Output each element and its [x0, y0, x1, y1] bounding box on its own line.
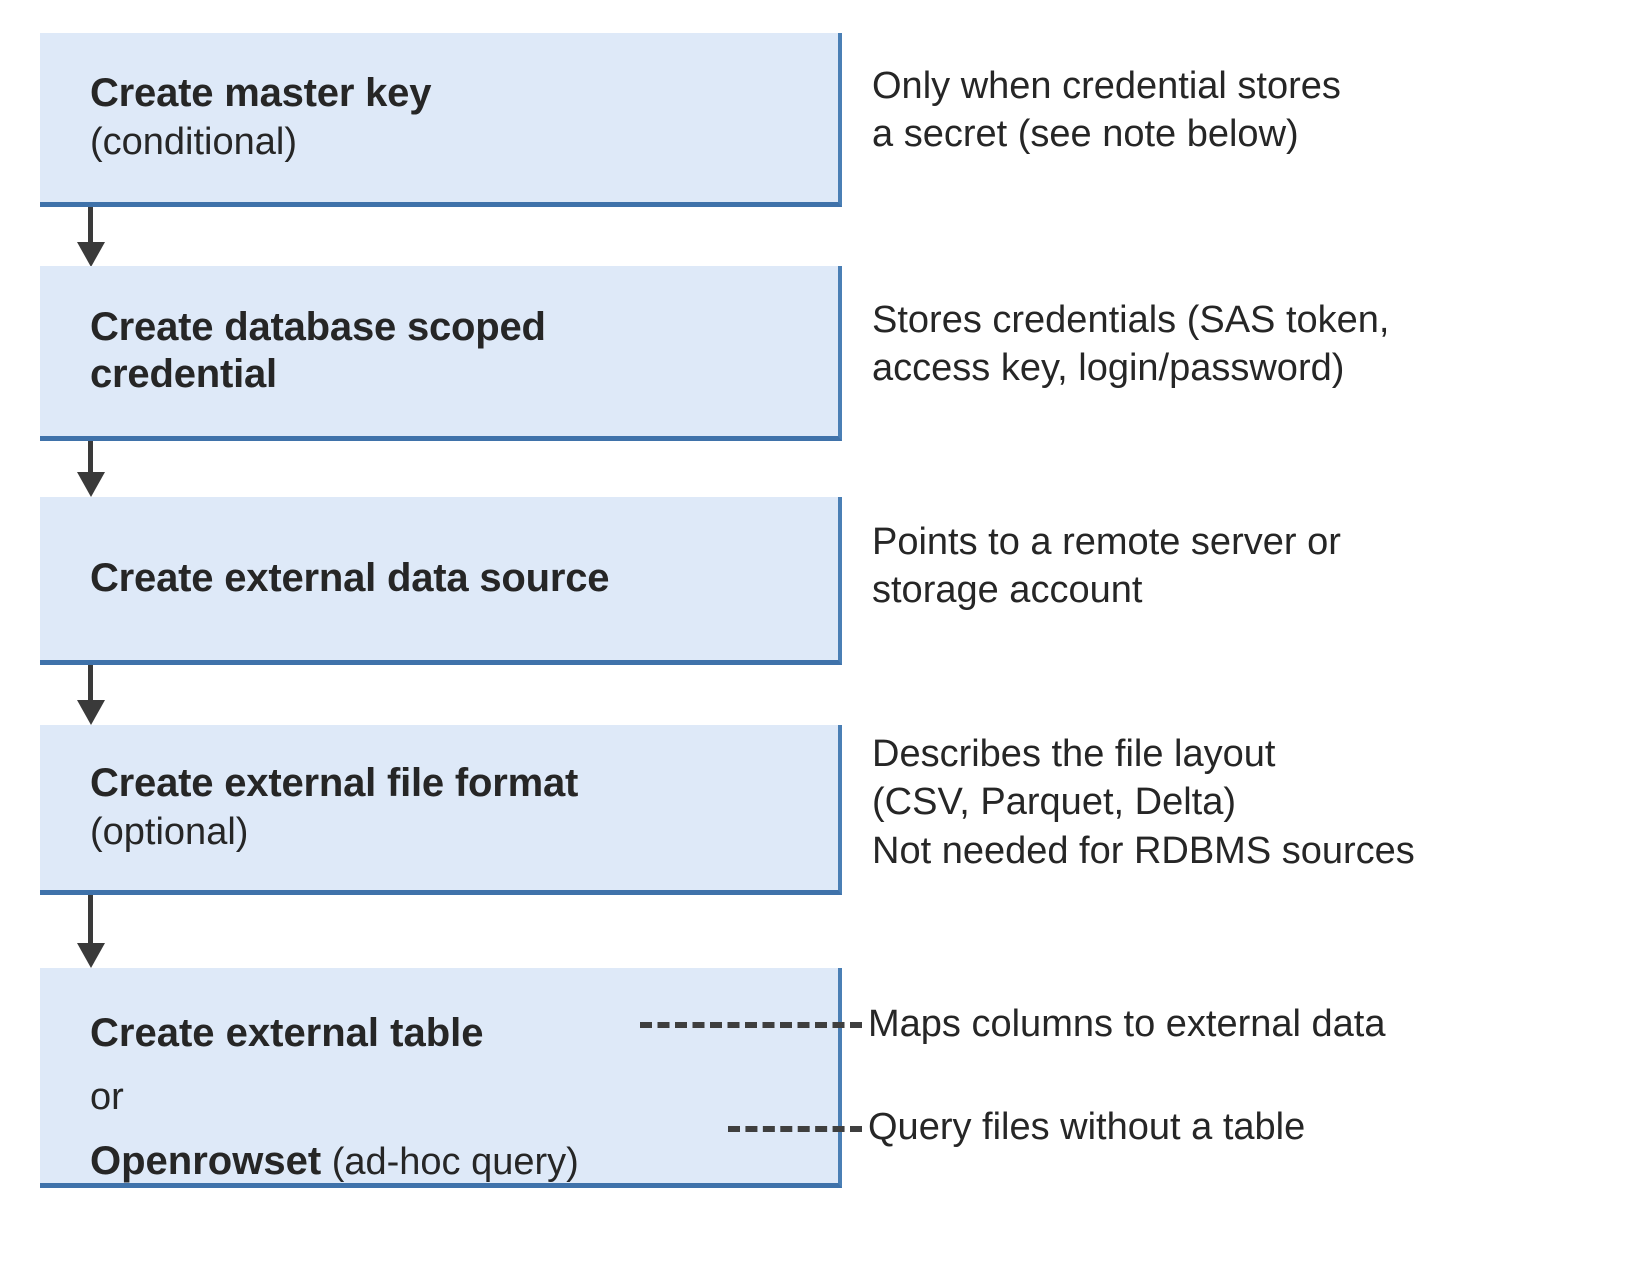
arrow-shaft	[88, 441, 93, 474]
step-title: Create external file format	[90, 761, 579, 806]
flow-arrow-down-icon	[77, 665, 105, 727]
arrow-head	[77, 943, 105, 968]
dashed-connector-external-table	[640, 1022, 862, 1028]
step-alt-title: Openrowset (ad-hoc query)	[90, 1138, 838, 1185]
flow-arrow-down-icon	[77, 895, 105, 971]
step-note-create-master-key: Only when credential stores a secret (se…	[872, 65, 1341, 156]
flow-arrow-down-icon	[77, 441, 105, 499]
step-alt-title-bold: Openrowset	[90, 1139, 322, 1184]
step-note-create-external-data-source: Points to a remote server or storage acc…	[872, 521, 1341, 612]
step-box-create-external-data-source[interactable]: Create external data source	[40, 497, 842, 665]
step-note-create-external-file-format: Describes the file layout (CSV, Parquet,…	[872, 733, 1415, 872]
step-alt-title-rest: (ad-hoc query)	[321, 1141, 579, 1184]
step-title: Create master key	[90, 71, 432, 116]
arrow-head	[77, 242, 105, 267]
arrow-head	[77, 472, 105, 497]
arrow-head	[77, 700, 105, 725]
dashed-connector-openrowset	[728, 1126, 862, 1132]
step-box-create-external-table-or-openrowset[interactable]: Create external table or Openrowset (ad-…	[40, 968, 842, 1188]
step-note-create-database-scoped-credential: Stores credentials (SAS token, access ke…	[872, 299, 1390, 390]
step-subtitle: (optional)	[90, 810, 249, 853]
step-box-create-database-scoped-credential[interactable]: Create database scoped credential	[40, 266, 842, 441]
arrow-shaft	[88, 895, 93, 945]
step-subtitle: (conditional)	[90, 120, 297, 163]
step-box-create-master-key[interactable]: Create master key (conditional)	[40, 33, 842, 207]
arrow-shaft	[88, 665, 93, 702]
step-or-label: or	[90, 1076, 124, 1119]
step-note-openrowset: Query files without a table	[868, 1106, 1306, 1148]
flow-arrow-down-icon	[77, 207, 105, 269]
step-box-create-external-file-format[interactable]: Create external file format (optional)	[40, 725, 842, 895]
arrow-shaft	[88, 207, 93, 244]
step-note-external-table: Maps columns to external data	[868, 1003, 1386, 1045]
step-title: Create external table	[90, 1011, 484, 1055]
step-title: Create external data source	[90, 555, 610, 600]
step-title: Create database scoped credential	[90, 304, 546, 396]
